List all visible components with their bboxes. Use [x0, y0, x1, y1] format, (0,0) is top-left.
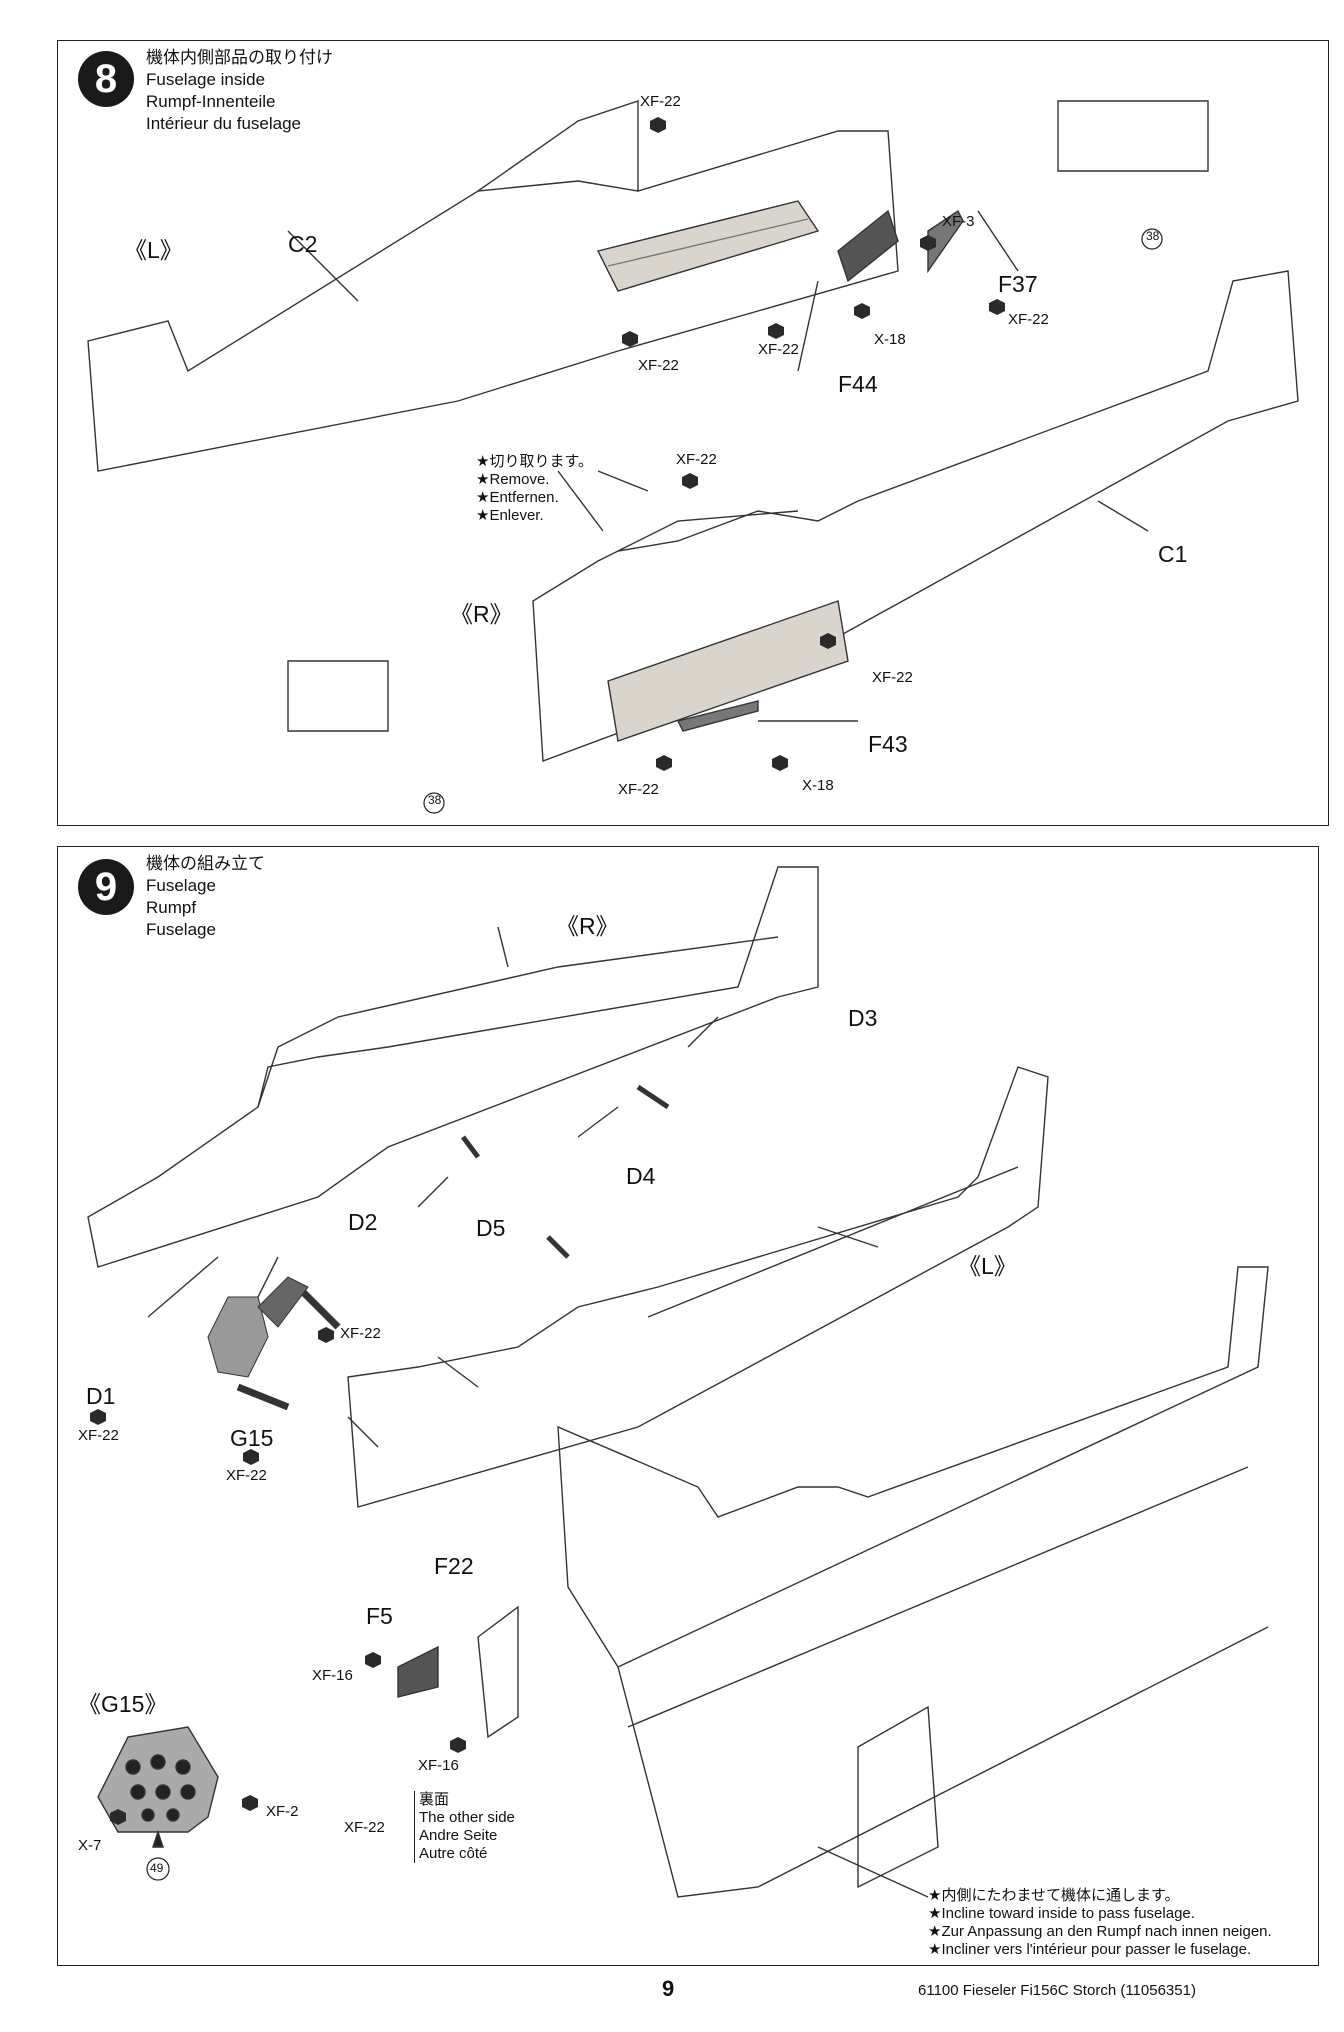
page-number: 9 — [662, 1976, 675, 2001]
part-d1: D1 — [86, 1383, 116, 1409]
remove-note-jp: ★切り取ります。 — [476, 453, 593, 470]
step-9-drawing — [87, 866, 1269, 1898]
step-9-number: 9 — [78, 859, 134, 915]
ref-38-bottom: 38 — [428, 793, 442, 807]
title-de: Rumpf — [146, 898, 197, 917]
remove-note: ★切り取ります。 ★Remove. ★Entfernen. ★Enlever. — [476, 453, 593, 525]
step-8-title: 機体内側部品の取り付け Fuselage inside Rumpf-Innent… — [146, 47, 333, 135]
product-code: 61100 Fieseler Fi156C Storch (11056351) — [918, 1982, 1196, 1999]
step-9-title: 機体の組み立て Fuselage Rumpf Fuselage — [146, 853, 265, 941]
part-c1: C1 — [1158, 541, 1188, 567]
paint-xf22-top: XF-22 — [640, 93, 681, 110]
title-en: Fuselage inside — [146, 70, 266, 89]
paint-xf22-bottom: XF-22 — [618, 781, 659, 798]
side-left-label: 《L》 — [124, 237, 183, 263]
other-side-en: The other side — [419, 1809, 515, 1826]
part-f43: F43 — [868, 731, 908, 757]
paint-x18-top: X-18 — [874, 331, 906, 348]
paint-g15-xf2: XF-2 — [266, 1803, 299, 1820]
paint-xf22-remove: XF-22 — [676, 451, 717, 468]
step-8-panel: 8 機体内側部品の取り付け Fuselage inside Rumpf-Inne… — [57, 40, 1329, 826]
paint-d1: XF-22 — [78, 1427, 119, 1444]
paint-g15: XF-22 — [226, 1467, 267, 1484]
part-d2: D2 — [348, 1209, 378, 1235]
incline-note: ★内側にたわませて機体に通します。 ★Incline toward inside… — [928, 1887, 1272, 1959]
part-f22: F22 — [434, 1553, 474, 1579]
paint-xf22-f37: XF-22 — [1008, 311, 1049, 328]
paint-f5: XF-16 — [312, 1667, 353, 1684]
step-9-panel: 9 機体の組み立て Fuselage Rumpf Fuselage 《R》 《L… — [57, 846, 1319, 1966]
paint-other-side: XF-22 — [344, 1819, 385, 1836]
paint-xf22-c1: XF-22 — [872, 669, 913, 686]
remove-note-en: ★Remove. — [476, 471, 550, 488]
title-fr: Fuselage — [146, 920, 216, 939]
paint-g15-x7: X-7 — [78, 1837, 102, 1854]
incline-note-fr: ★Incliner vers l'intérieur pour passer l… — [928, 1941, 1252, 1958]
side-right-label: 《R》 — [556, 913, 619, 939]
decal-ref-49: 49 — [150, 1861, 164, 1875]
part-g15: G15 — [230, 1425, 274, 1451]
part-d5: D5 — [476, 1215, 506, 1241]
part-d4: D4 — [626, 1163, 656, 1189]
title-jp: 機体内側部品の取り付け — [146, 48, 333, 67]
other-side-de: Andre Seite — [419, 1827, 498, 1844]
paint-d2: XF-22 — [340, 1325, 381, 1342]
part-d3: D3 — [848, 1005, 878, 1031]
other-side-fr: Autre côté — [419, 1845, 488, 1862]
remove-note-fr: ★Enlever. — [476, 507, 544, 524]
part-f5: F5 — [366, 1603, 393, 1629]
title-en: Fuselage — [146, 876, 216, 895]
paint-f22: XF-16 — [418, 1757, 459, 1774]
paint-xf22-left: XF-22 — [638, 357, 679, 374]
title-de: Rumpf-Innenteile — [146, 92, 276, 111]
incline-note-jp: ★内側にたわませて機体に通します。 — [928, 1887, 1180, 1904]
other-side-note: 裏面 The other side Andre Seite Autre côté — [414, 1791, 515, 1863]
paint-xf3: XF-3 — [942, 213, 975, 230]
part-f37: F37 — [998, 271, 1038, 297]
incline-note-en: ★Incline toward inside to pass fuselage. — [928, 1905, 1195, 1922]
step-8-number: 8 — [78, 51, 134, 107]
incline-note-de: ★Zur Anpassung an den Rumpf nach innen n… — [928, 1923, 1272, 1940]
part-f44: F44 — [838, 371, 878, 397]
remove-note-de: ★Entfernen. — [476, 489, 559, 506]
ref-38-top: 38 — [1146, 229, 1160, 243]
g15-detail-label: 《G15》 — [78, 1691, 168, 1717]
paint-x18-bottom: X-18 — [802, 777, 834, 794]
paint-xf22-mid: XF-22 — [758, 341, 799, 358]
side-left-label: 《L》 — [958, 1253, 1017, 1279]
title-jp: 機体の組み立て — [146, 854, 265, 873]
other-side-jp: 裏面 — [419, 1791, 450, 1808]
side-right-label: 《R》 — [450, 601, 513, 627]
step-8-drawing — [87, 100, 1299, 814]
title-fr: Intérieur du fuselage — [146, 114, 301, 133]
part-c2: C2 — [288, 231, 318, 257]
